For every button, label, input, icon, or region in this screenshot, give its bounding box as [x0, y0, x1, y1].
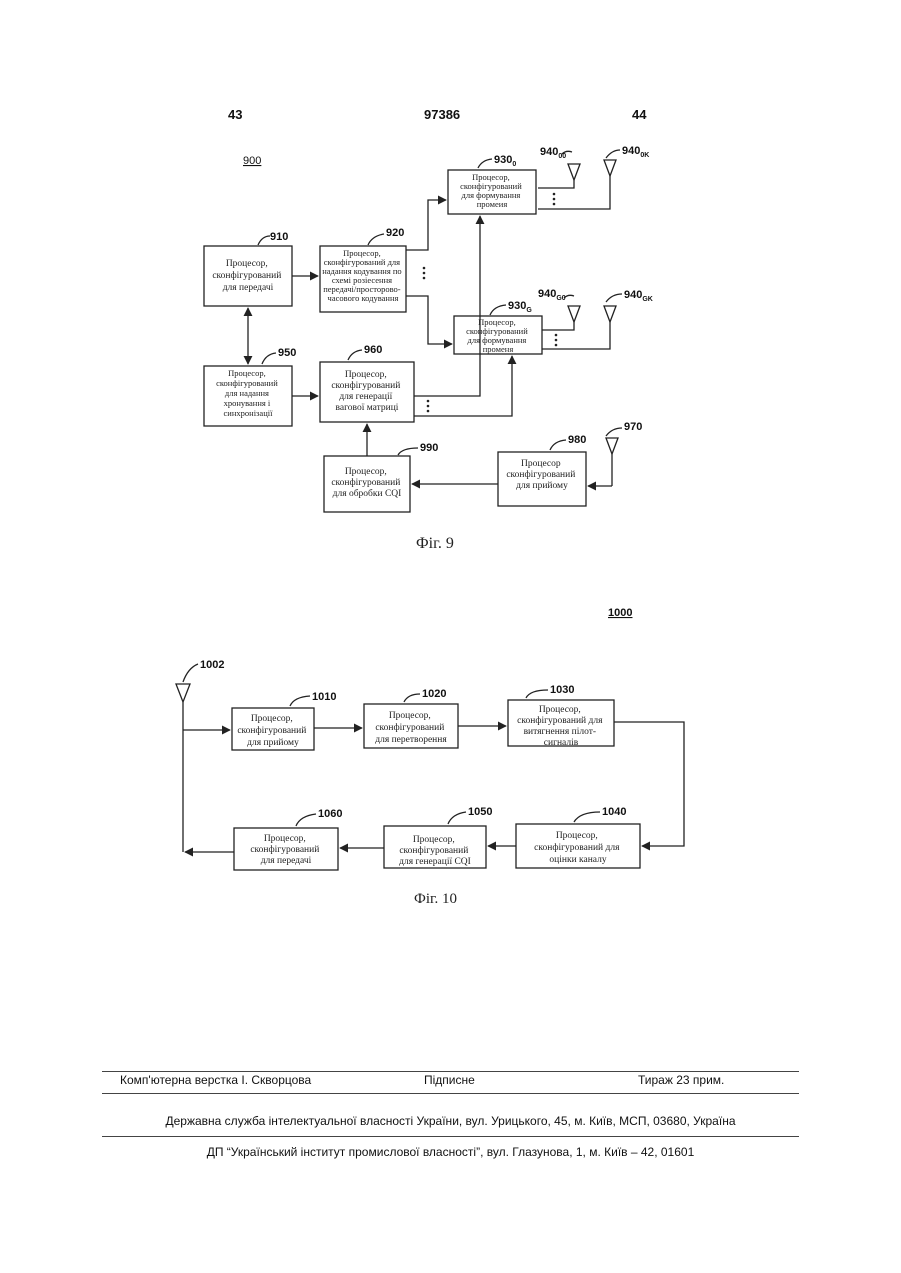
leader-980 [550, 440, 566, 450]
footer-rule-middle [102, 1093, 799, 1094]
footer-rule-bottom [102, 1136, 799, 1137]
antenna-940-0k [604, 160, 616, 176]
ref-930-0: 9300 [494, 154, 516, 168]
ref-940-g0: 940G0 [538, 288, 566, 302]
ref-910: 910 [270, 231, 288, 243]
ref-1010: 1010 [312, 691, 336, 703]
ref-960: 960 [364, 344, 382, 356]
leader-930-g [490, 305, 506, 315]
leader-920 [368, 234, 384, 245]
fig9-diagram: 900 Процесор, сконфігурований для переда… [204, 145, 653, 552]
ref-940-00: 94000 [540, 146, 566, 160]
ref-930-g: 930G [508, 300, 532, 314]
fig10-label: 1000 [608, 607, 632, 619]
block-920-text: Процесор, сконфігурований для надання ко… [322, 248, 404, 303]
fig9-label: 900 [243, 155, 261, 167]
print-run: Тираж 23 прим. [638, 1073, 724, 1087]
ref-1050: 1050 [468, 806, 492, 818]
antenna-940-00 [568, 164, 580, 180]
ref-980: 980 [568, 434, 586, 446]
fig9-caption: Фіг. 9 [416, 535, 454, 552]
ref-990: 990 [420, 442, 438, 454]
ref-1040: 1040 [602, 806, 626, 818]
ref-970: 970 [624, 421, 642, 433]
leader-940-0k [606, 150, 620, 158]
ref-1020: 1020 [422, 688, 446, 700]
antenna-940-gk [604, 306, 616, 322]
institute-address: ДП “Український інститут промислової вла… [102, 1145, 799, 1159]
leader-960 [348, 350, 362, 360]
antenna-940-gk-feed [542, 322, 610, 349]
leader-970 [606, 428, 622, 436]
ref-920: 920 [386, 227, 404, 239]
leader-1050 [448, 812, 466, 824]
antenna-970 [606, 438, 618, 454]
arrow-920-to-930-0 [406, 200, 446, 250]
leader-1030 [526, 690, 548, 698]
leader-1020 [404, 694, 420, 702]
antenna-940-g0-feed [542, 322, 574, 330]
ref-940-0k: 9400K [622, 145, 649, 159]
ref-940-gk: 940GK [624, 289, 653, 303]
ref-1060: 1060 [318, 808, 342, 820]
leader-1002 [183, 664, 198, 682]
ref-1002: 1002 [200, 659, 224, 671]
arrow-960-to-930-0 [414, 216, 480, 396]
agency-address: Державна служба інтелектуальної власност… [102, 1114, 799, 1128]
leader-940-gk [606, 294, 622, 302]
typesetter-credit: Комп'ютерна верстка І. Скворцова [120, 1073, 311, 1087]
arrow-920-to-930-g [406, 296, 452, 344]
ref-950: 950 [278, 347, 296, 359]
leader-990 [398, 448, 418, 455]
fig10-caption: Фіг. 10 [414, 891, 457, 907]
leader-1010 [290, 696, 310, 706]
ellipsis-dots [423, 193, 558, 413]
ref-1030: 1030 [550, 684, 574, 696]
leader-950 [262, 353, 276, 364]
leader-1060 [296, 814, 316, 826]
leader-930-0 [478, 159, 492, 168]
fig10-diagram: 1000 1002 Процесор, сконфігурований для … [176, 607, 684, 907]
antenna-1002 [176, 684, 190, 702]
footer-rule-top [102, 1071, 799, 1072]
antenna-940-00-feed [538, 180, 574, 188]
leader-910 [258, 236, 270, 245]
leader-1040 [574, 812, 600, 822]
antenna-940-g0 [568, 306, 580, 322]
signed-note: Підписне [424, 1073, 475, 1087]
